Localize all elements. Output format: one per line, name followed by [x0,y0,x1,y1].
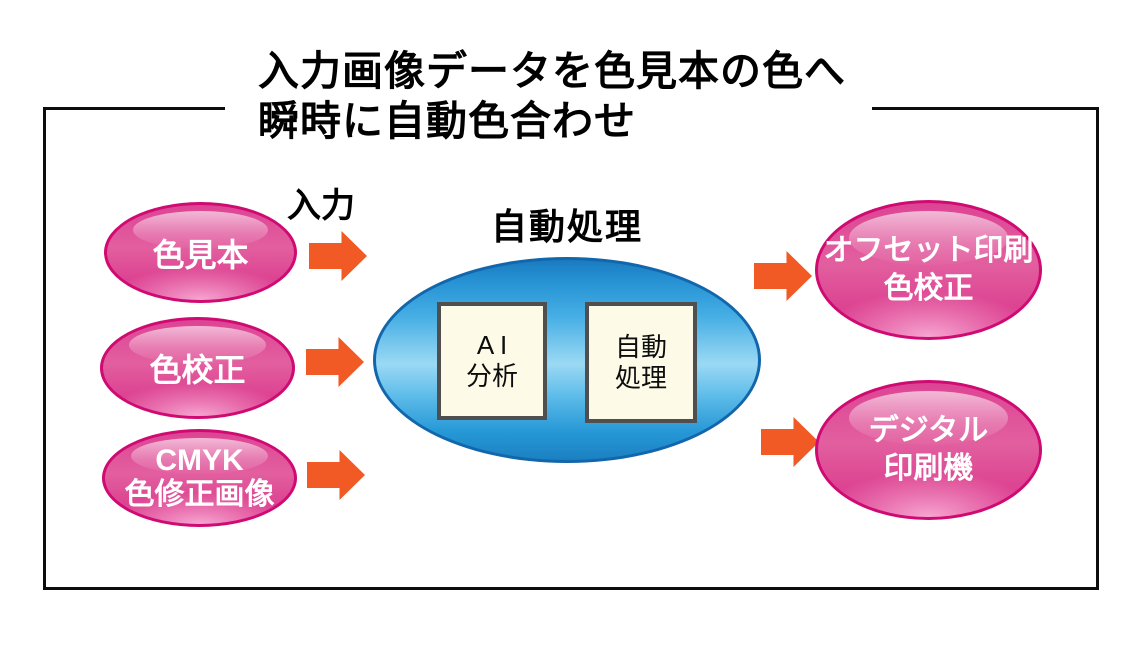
auto-process-ellipse: A I 分析 自動 処理 [373,257,761,463]
auto-process-box-line1: 自動 [614,331,667,362]
node-digital-press-line2: 印刷機 [883,452,974,485]
node-cmyk-image-label-line2: 色修正画像 [124,478,275,511]
node-color-proof-label: 色校正 [149,352,246,388]
node-color-sample: 色見本 [104,202,297,303]
node-digital-press-line1: デジタル [868,414,989,447]
diagram-title-line1: 入力画像データを色見本の色へ [258,48,846,94]
node-cmyk-image-label-line1: CMYK [155,444,244,477]
node-color-sample-label: 色見本 [152,236,249,273]
node-cmyk-image: CMYK 色修正画像 [102,429,297,527]
auto-process-box-line2: 処理 [614,362,667,393]
node-digital-press: デジタル 印刷機 [815,380,1042,520]
ai-analysis-box-line1: A I [476,330,508,360]
node-color-proof: 色校正 [100,317,295,419]
auto-process-heading: 自動処理 [490,206,643,247]
diagram-title: 入力画像データを色見本の色へ 瞬時に自動色合わせ [225,44,872,152]
node-offset-print-proof-line2: 色校正 [883,272,974,305]
ai-analysis-box: A I 分析 [437,302,547,420]
input-label: 入力 [287,187,355,225]
node-offset-print-proof: オフセット印刷 色校正 [815,200,1042,340]
auto-process-box: 自動 処理 [585,302,697,423]
ai-analysis-box-line2: 分析 [465,361,518,391]
node-offset-print-proof-line1: オフセット印刷 [823,234,1034,267]
diagram-title-line2: 瞬時に自動色合わせ [258,98,636,144]
